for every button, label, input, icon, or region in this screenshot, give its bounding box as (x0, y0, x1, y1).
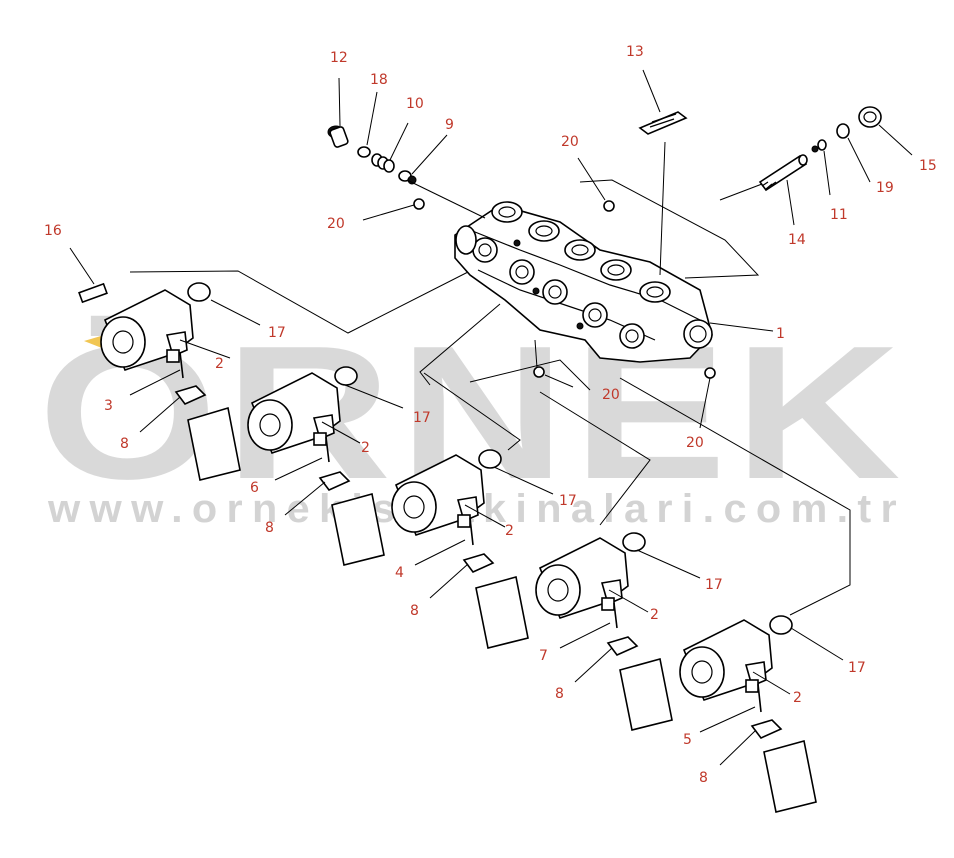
assembly-lines (129, 141, 851, 616)
spring-10 (371, 153, 395, 173)
callout-3: 3 (104, 398, 113, 414)
callout-8-4: 8 (555, 686, 564, 702)
callout-8-5: 8 (699, 770, 708, 786)
callout-1: 1 (776, 326, 785, 342)
callout-14: 14 (788, 232, 806, 248)
callout-19: 19 (876, 180, 894, 196)
callout-2-1: 2 (215, 356, 224, 372)
callout-2-4: 2 (650, 607, 659, 623)
spool-14 (758, 154, 808, 192)
callout-20-middle: 20 (602, 387, 620, 403)
callout-8-2: 8 (265, 520, 274, 536)
leader-lines (69, 69, 913, 766)
callout-13: 13 (626, 44, 644, 60)
callout-4: 4 (395, 565, 404, 581)
nameplate-13 (638, 111, 688, 135)
callout-16: 16 (44, 223, 62, 239)
callout-8-1: 8 (120, 436, 129, 452)
callout-2-2: 2 (361, 440, 370, 456)
oring-18 (357, 146, 371, 158)
solenoid-assembly-1 (78, 282, 241, 481)
callout-5: 5 (683, 732, 692, 748)
callout-11: 11 (830, 207, 848, 223)
callout-2-5: 2 (793, 690, 802, 706)
callout-7: 7 (539, 648, 548, 664)
valve-body (454, 201, 713, 363)
solenoid-assembly-5 (679, 615, 817, 813)
callout-9: 9 (445, 117, 454, 133)
callout-17-2: 17 (413, 410, 431, 426)
callout-20-right: 20 (686, 435, 704, 451)
callout-17-4: 17 (705, 577, 723, 593)
callout-10: 10 (406, 96, 424, 112)
callout-12: 12 (330, 50, 348, 66)
callout-6: 6 (250, 480, 259, 496)
callout-18: 18 (370, 72, 388, 88)
plug-12 (327, 125, 349, 148)
callout-17-5: 17 (848, 660, 866, 676)
solenoid-assembly-4 (535, 532, 673, 731)
callout-17-1: 17 (268, 325, 286, 341)
solenoid-assembly-3 (391, 449, 529, 649)
callout-15: 15 (919, 158, 937, 174)
poppet-11 (811, 139, 827, 153)
solenoid-assembly-2 (247, 366, 385, 566)
plug-15 (858, 106, 882, 128)
callout-20-left: 20 (327, 216, 345, 232)
callout-17-3: 17 (559, 493, 577, 509)
oring-19 (836, 123, 850, 139)
callout-8-3: 8 (410, 603, 419, 619)
callout-labels: 12 18 10 9 13 20 20 20 20 15 19 11 14 1 … (44, 44, 937, 786)
callout-2-3: 2 (505, 523, 514, 539)
callout-20-top: 20 (561, 134, 579, 150)
